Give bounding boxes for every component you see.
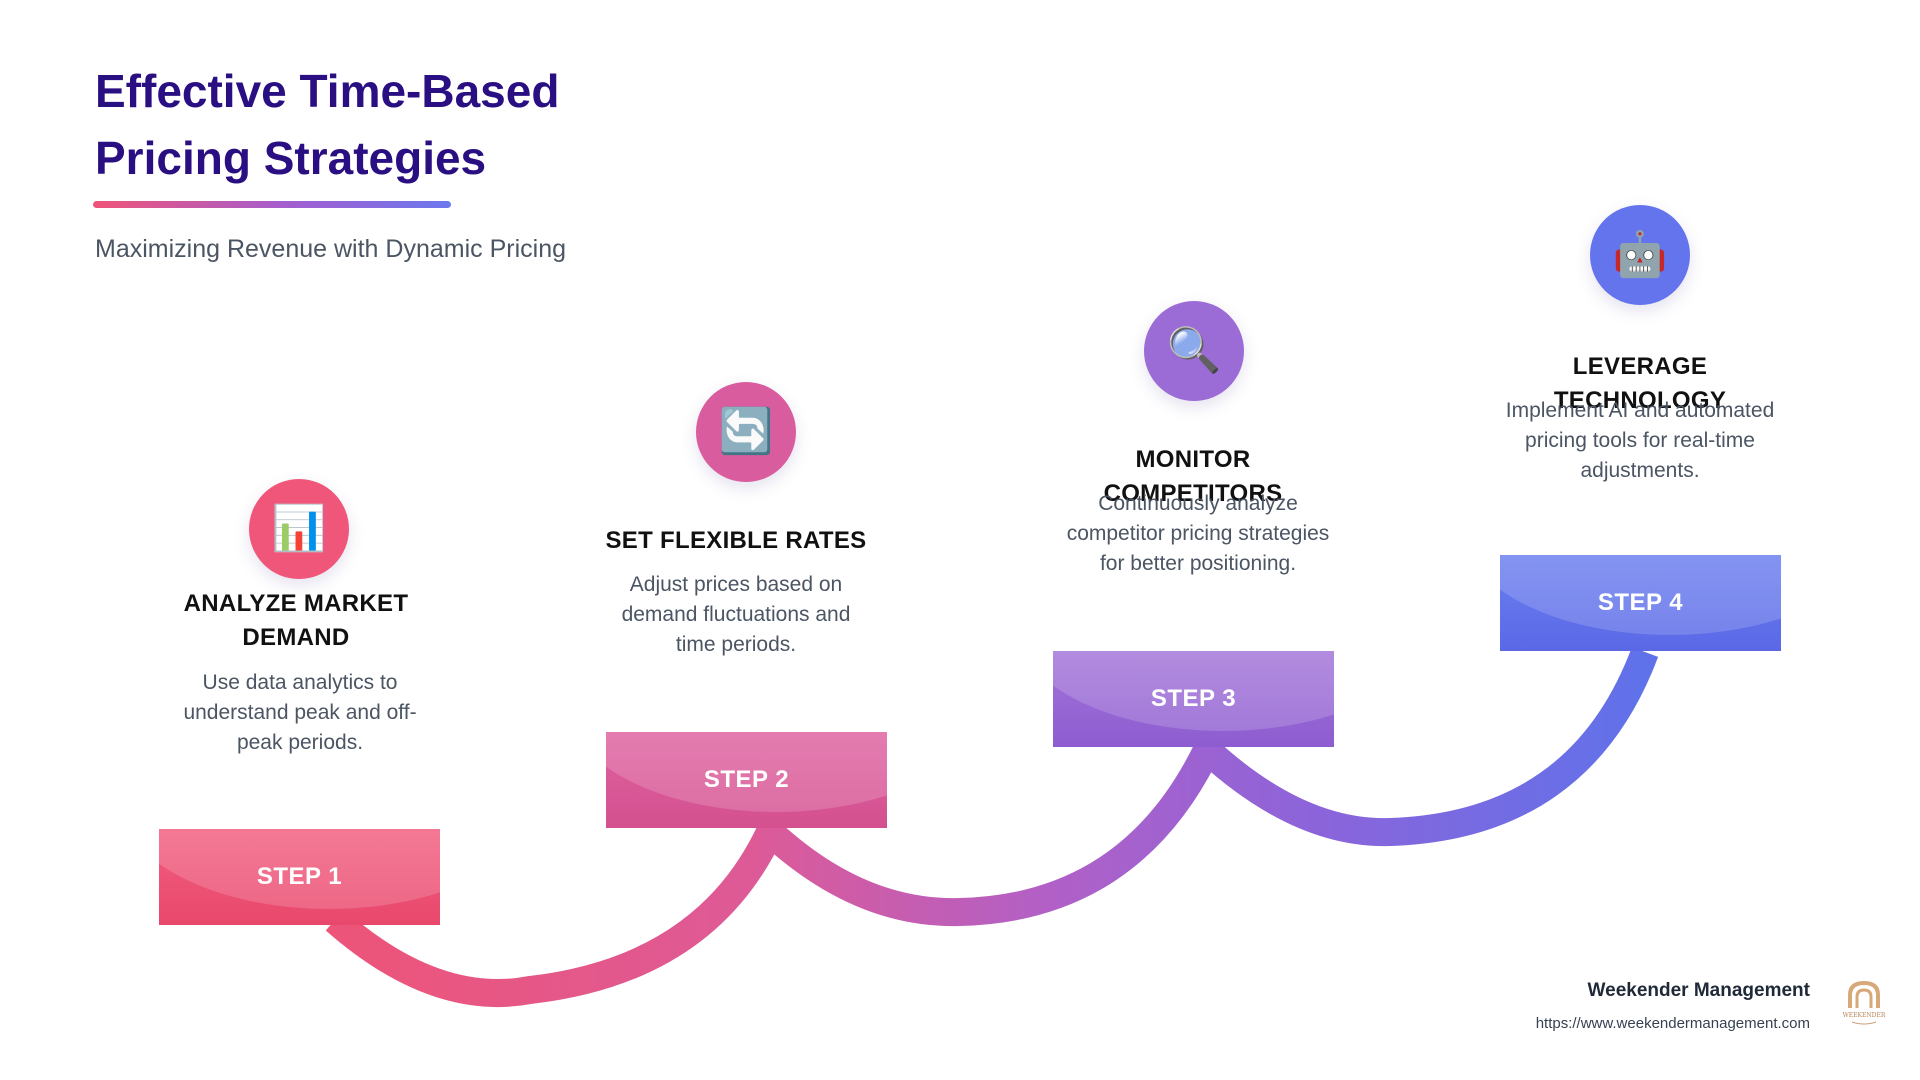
weekender-logo-icon: WEEKENDER bbox=[1843, 980, 1886, 1025]
step-3-label: STEP 3 bbox=[1150, 685, 1237, 712]
step-3-description: Continuously analyze competitor pricing … bbox=[1066, 492, 1330, 575]
step-1-label: STEP 1 bbox=[256, 863, 343, 890]
step-4-icon-circle: 🤖 bbox=[1590, 205, 1690, 305]
step-1-box: STEP 1 bbox=[159, 829, 440, 925]
step-3-title: MONITOR COMPETITORS bbox=[1103, 446, 1283, 507]
step-4-label: STEP 4 bbox=[1597, 589, 1684, 616]
title-underline bbox=[93, 201, 451, 208]
bar-chart-icon: 📊 bbox=[271, 503, 327, 554]
step-1-description: Use data analytics to understand peak an… bbox=[183, 671, 417, 754]
step-2-box: STEP 2 bbox=[606, 732, 887, 828]
step-1-title: ANALYZE MARKET DEMAND bbox=[183, 590, 409, 651]
brand-name: Weekender Management bbox=[1587, 980, 1810, 1001]
brand-url[interactable]: https://www.weekendermanagement.com bbox=[1535, 1015, 1810, 1032]
step-1-icon-circle: 📊 bbox=[249, 479, 349, 579]
page-title: Effective Time-Based Pricing Strategies bbox=[95, 65, 560, 184]
svg-text:WEEKENDER: WEEKENDER bbox=[1843, 1012, 1886, 1019]
step-4-description: Implement AI and automated pricing tools… bbox=[1505, 399, 1775, 482]
step-3-box: STEP 3 bbox=[1053, 651, 1334, 747]
step-3-icon-circle: 🔍 bbox=[1144, 301, 1244, 401]
page-subtitle: Maximizing Revenue with Dynamic Pricing bbox=[95, 235, 566, 263]
magnifier-icon: 🔍 bbox=[1166, 325, 1222, 376]
step-2-description: Adjust prices based on demand fluctuatio… bbox=[621, 573, 851, 656]
step-4-title: LEVERAGE TECHNOLOGY bbox=[1553, 353, 1727, 414]
step-4-box: STEP 4 bbox=[1500, 555, 1781, 651]
step-2-label: STEP 2 bbox=[703, 766, 790, 793]
step-2-title: SET FLEXIBLE RATES bbox=[605, 527, 867, 554]
robot-icon: 🤖 bbox=[1612, 229, 1668, 280]
step-2-icon-circle: 🔄 bbox=[696, 382, 796, 482]
connector-curve bbox=[325, 647, 1659, 1007]
refresh-icon: 🔄 bbox=[718, 406, 774, 457]
